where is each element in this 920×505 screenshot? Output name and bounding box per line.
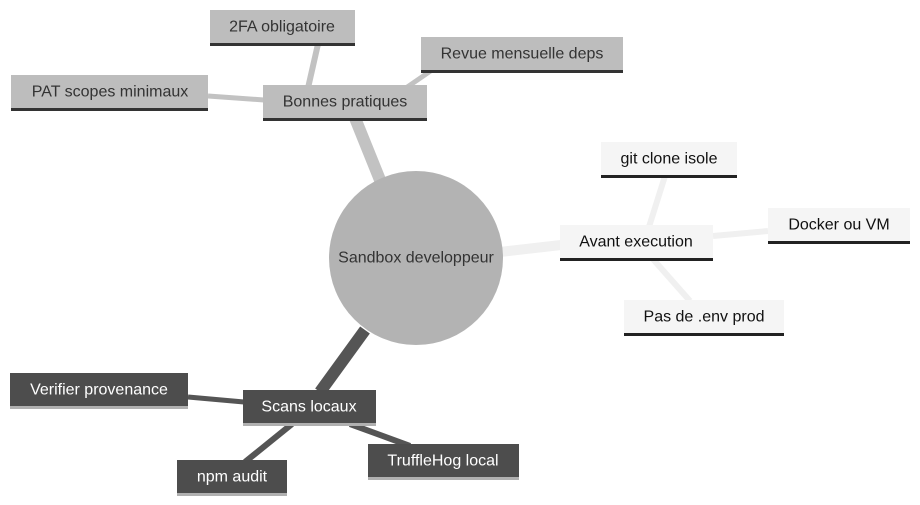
node-box	[768, 208, 910, 241]
node-box	[560, 225, 713, 258]
node-underline	[624, 333, 784, 336]
edge-trufflehog-local	[348, 421, 412, 449]
node-label: Scans locaux	[261, 399, 356, 416]
node-label: Bonnes pratiques	[283, 94, 408, 111]
node-box	[263, 85, 427, 118]
node-label: git clone isole	[621, 151, 718, 168]
node-underline	[263, 118, 427, 121]
node-box	[177, 460, 287, 493]
branch-node-avant-execution[interactable]: Avant execution	[560, 225, 713, 261]
edge-pas-de-env-prod	[649, 256, 693, 303]
node-label: TruffleHog local	[387, 453, 498, 470]
node-underline	[10, 406, 188, 409]
node-box	[10, 373, 188, 406]
node-underline	[421, 70, 623, 73]
edge-center-scans-locaux	[315, 326, 370, 396]
node-underline	[11, 108, 208, 111]
edge-pat-scopes-minimaux	[207, 93, 265, 103]
leaf-node-verifier-provenance[interactable]: Verifier provenance	[10, 373, 188, 409]
leaf-node-git-clone-isole[interactable]: git clone isole	[601, 142, 737, 178]
leaf-node-2fa-obligatoire[interactable]: 2FA obligatoire	[210, 10, 355, 46]
edge-docker-ou-vm	[712, 228, 769, 239]
node-underline	[177, 493, 287, 496]
node-box	[624, 300, 784, 333]
leaf-node-pas-de-env-prod[interactable]: Pas de .env prod	[624, 300, 784, 336]
branch-node-bonnes-pratiques[interactable]: Bonnes pratiques	[263, 85, 427, 121]
node-box	[421, 37, 623, 70]
node-underline	[768, 241, 910, 244]
edge-center-avant-execution	[499, 240, 562, 257]
leaf-node-docker-ou-vm[interactable]: Docker ou VM	[768, 208, 910, 244]
edges	[187, 43, 769, 465]
node-underline	[601, 175, 737, 178]
leaf-node-revue-mensuelle-deps[interactable]: Revue mensuelle deps	[421, 37, 623, 73]
center-label: Sandbox developpeur	[338, 250, 494, 267]
edge-npm-audit	[243, 421, 294, 465]
node-label: PAT scopes minimaux	[32, 84, 189, 101]
node-box	[368, 444, 519, 477]
edge-verifier-provenance	[187, 394, 245, 405]
node-box	[601, 142, 737, 175]
node-label: npm audit	[197, 469, 268, 486]
edge-center-bonnes-pratiques	[349, 115, 386, 183]
node-underline	[560, 258, 713, 261]
node-underline	[368, 477, 519, 480]
center-circle	[329, 171, 503, 345]
node-label: Pas de .env prod	[644, 309, 765, 326]
leaf-node-pat-scopes-minimaux[interactable]: PAT scopes minimaux	[11, 75, 208, 111]
edge-2fa-obligatoire	[305, 43, 321, 89]
center-node[interactable]: Sandbox developpeur	[329, 171, 503, 345]
node-underline	[243, 423, 376, 426]
node-underline	[210, 43, 355, 46]
node-label: Avant execution	[579, 234, 693, 251]
node-box	[210, 10, 355, 43]
node-label: Revue mensuelle deps	[441, 46, 604, 63]
branch-node-scans-locaux[interactable]: Scans locaux	[243, 390, 376, 426]
node-label: 2FA obligatoire	[229, 19, 335, 36]
node-label: Verifier provenance	[30, 382, 168, 399]
node-box	[243, 390, 376, 423]
node-box	[11, 75, 208, 108]
node-label: Docker ou VM	[788, 217, 889, 234]
leaf-node-trufflehog-local[interactable]: TruffleHog local	[368, 444, 519, 480]
leaf-node-npm-audit[interactable]: npm audit	[177, 460, 287, 496]
edge-git-clone-isole	[645, 175, 668, 231]
